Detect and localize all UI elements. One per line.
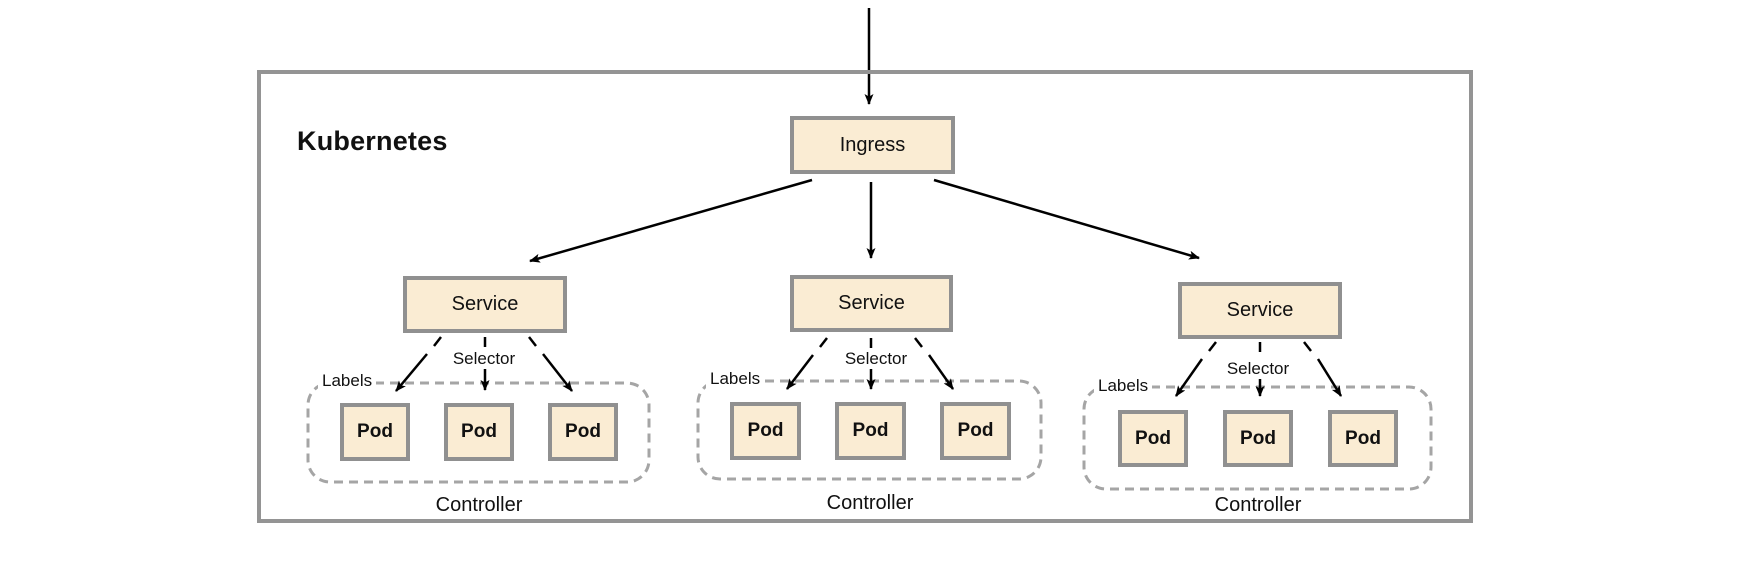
pod-label: Pod <box>1345 427 1381 449</box>
pod-node: Pod <box>835 402 906 460</box>
selector-label-3: Selector <box>1222 359 1294 379</box>
selector-label-1: Selector <box>448 349 520 369</box>
service-node-1: Service <box>403 276 567 333</box>
pod-label: Pod <box>747 420 784 441</box>
controller-label-3: Controller <box>1214 494 1302 516</box>
ingress-node: Ingress <box>790 116 955 174</box>
pod-node: Pod <box>548 403 618 461</box>
pod-node: Pod <box>340 403 410 461</box>
pod-node: Pod <box>730 402 801 460</box>
labels-label-2: Labels <box>706 369 765 389</box>
pod-label: Pod <box>957 420 994 441</box>
controller-label-1: Controller <box>435 494 523 516</box>
pod-label: Pod <box>1240 427 1276 449</box>
service-label: Service <box>451 293 519 315</box>
kubernetes-cluster-box <box>257 70 1473 523</box>
pod-node: Pod <box>940 402 1011 460</box>
cluster-title: Kubernetes <box>297 126 448 156</box>
service-node-2: Service <box>790 275 953 332</box>
controller-label-2: Controller <box>826 492 914 514</box>
service-label: Service <box>1226 299 1294 321</box>
pod-node: Pod <box>1223 410 1293 467</box>
pod-node: Pod <box>1118 410 1188 467</box>
service-label: Service <box>838 292 905 314</box>
pod-label: Pod <box>357 421 393 442</box>
pod-label: Pod <box>1135 427 1171 449</box>
pod-label: Pod <box>565 421 601 442</box>
selector-label-2: Selector <box>840 349 912 369</box>
labels-label-3: Labels <box>1094 376 1153 396</box>
pod-node: Pod <box>1328 410 1398 467</box>
service-node-3: Service <box>1178 282 1342 339</box>
pod-label: Pod <box>461 421 497 442</box>
pod-label: Pod <box>852 420 889 441</box>
ingress-label: Ingress <box>839 133 906 156</box>
labels-label-1: Labels <box>318 371 377 391</box>
pod-node: Pod <box>444 403 514 461</box>
